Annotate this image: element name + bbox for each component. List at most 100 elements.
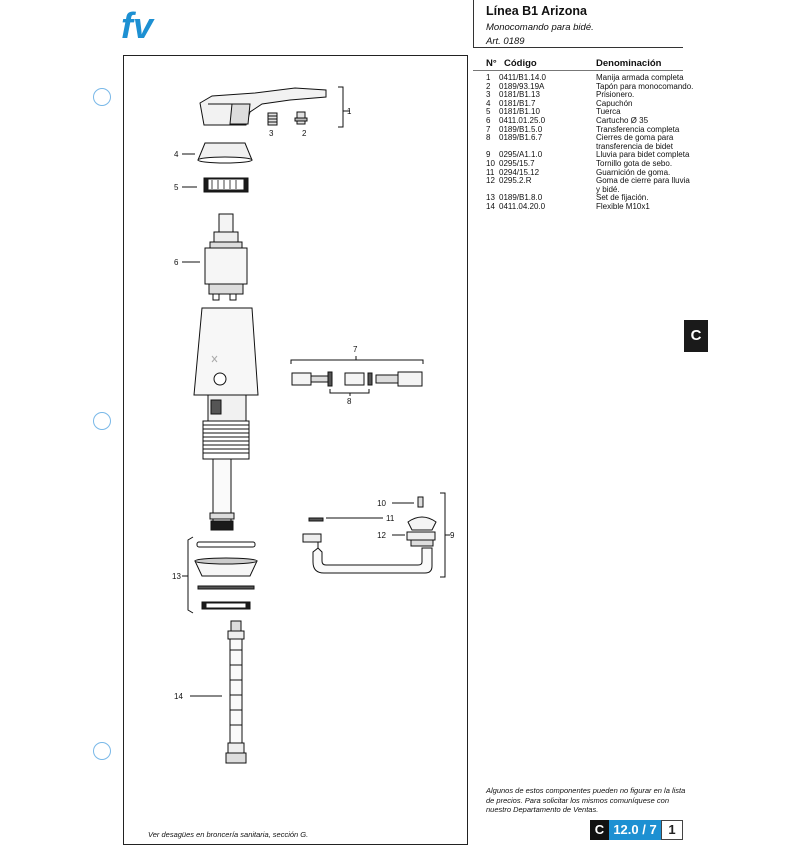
col-header-n: N° [486, 58, 497, 69]
parts-row: 6 0411.01.25.0 Cartucho Ø 35 [486, 115, 696, 126]
fv-logo: fv [121, 5, 155, 44]
callout-7: 7 [353, 345, 358, 354]
logo-text: fv [121, 5, 155, 44]
part-name: Flexible M10x1 [596, 201, 650, 211]
part-code: 0189/B1.6.7 [499, 133, 543, 143]
plug-part [294, 111, 308, 125]
callout-14: 14 [174, 692, 183, 701]
part-number: 3 [486, 90, 491, 100]
part-code: 0189/93.19A [499, 81, 545, 91]
page-title: Línea B1 Arizona [486, 4, 587, 18]
part-number: 8 [486, 133, 491, 143]
exploded-diagram: 1 2 3 4 5 6 7 8 9 10 11 12 13 14 [172, 86, 455, 764]
parts-row: 9 0295/A1.1.0 Lluvia para bidet completa [486, 151, 696, 160]
parts-row: 14 0411.04.20.0 Flexible M10x1 [486, 201, 696, 212]
handle-part [199, 87, 327, 126]
callout-3: 3 [269, 129, 274, 138]
binder-hole [93, 742, 111, 760]
part-name: Set de fijación. [596, 193, 649, 203]
parts-header-rule [473, 70, 683, 71]
transfer-part [290, 356, 424, 396]
part-number: 12 [486, 176, 495, 186]
col-header-code: Código [504, 58, 537, 69]
binder-hole [93, 88, 111, 106]
page-section-letter: C [590, 820, 609, 840]
part-name: Guarnición de goma. [596, 167, 671, 177]
callout-9: 9 [450, 531, 455, 540]
header-rule [473, 47, 683, 48]
part-name: Cartucho Ø 35 [596, 115, 649, 125]
part-number: 10 [486, 158, 495, 168]
part-number: 11 [486, 167, 495, 177]
part-name: Manija armada completa [596, 73, 684, 82]
parts-row: 11 0294/15.12 Guarnición de goma. [486, 167, 696, 178]
availability-note: Algunos de estos componentes pueden no f… [486, 786, 686, 814]
part-code: 0411/B1.14.0 [499, 73, 547, 82]
parts-row: 1 0411/B1.14.0 Manija armada completa [486, 73, 696, 83]
part-name: Capuchón [596, 98, 633, 108]
callout-13: 13 [172, 572, 181, 581]
parts-row: 3 0181/B1.13 Prisionero. [486, 91, 696, 100]
callout-5: 5 [174, 183, 179, 192]
part-number: 13 [486, 193, 495, 203]
part-number: 9 [486, 150, 491, 160]
part-code: 0181/B1.13 [499, 90, 540, 100]
part-code: 0295.2.R [499, 176, 532, 186]
set-screw-part [267, 112, 278, 126]
page-number: 12.0 / 7 [609, 820, 661, 840]
part-code: 0295/15.7 [499, 158, 535, 168]
part-code: 0295/A1.1.0 [499, 150, 543, 160]
callout-8: 8 [347, 397, 352, 406]
callout-6: 6 [174, 258, 179, 267]
parts-list: 1 0411/B1.14.0 Manija armada completa 2 018… [486, 73, 696, 212]
cap-part [197, 142, 253, 164]
part-name: Goma de cierre para lluvia y bidé. [596, 176, 690, 194]
part-code: 0189/B1.8.0 [499, 193, 543, 203]
part-name: Transferencia completa [596, 124, 680, 134]
part-name: Cierres de goma para transferencia de bi… [596, 133, 674, 151]
section-tab: C [684, 320, 708, 352]
flexible-hose-part [225, 620, 247, 764]
part-name: Tornillo gota de sebo. [596, 158, 673, 168]
callout-4: 4 [174, 150, 179, 159]
part-code: 0411.04.20.0 [499, 201, 546, 211]
part-code: 0189/B1.5.0 [499, 124, 543, 134]
bidet-shower-part [302, 492, 450, 578]
faucet-body-part [193, 307, 259, 531]
part-code: 0181/B1.7 [499, 98, 536, 108]
parts-row: 4 0181/B1.7 Capuchón [486, 98, 696, 109]
callout-11: 11 [386, 514, 395, 523]
binder-hole [93, 412, 111, 430]
part-name: Prisionero. [596, 90, 635, 100]
col-header-name: Denominación [596, 58, 662, 69]
part-number: 1 [486, 73, 491, 82]
part-name: Lluvia para bidet completa [596, 150, 690, 160]
header-divider-vertical [473, 0, 474, 48]
page-sheet: 1 [661, 820, 683, 840]
part-number: 14 [486, 201, 495, 211]
diagram-frame [123, 55, 468, 845]
callout-10: 10 [377, 499, 386, 508]
part-name: Tuerca [596, 107, 621, 117]
part-number: 2 [486, 81, 491, 91]
part-number: 6 [486, 115, 491, 125]
parts-row: 8 0189/B1.6.7 Cierres de goma para transfe… [486, 133, 696, 151]
drain-footnote: Ver desagües en broncería sanitaria, sec… [148, 830, 309, 839]
callout-2: 2 [302, 129, 307, 138]
part-number: 4 [486, 98, 491, 108]
parts-row: 13 0189/B1.8.0 Set de fijación. [486, 194, 696, 203]
page-subtitle: Monocomando para bidé. [486, 22, 594, 33]
parts-row: 7 0189/B1.5.0 Transferencia completa [486, 124, 696, 135]
nut-part [203, 177, 249, 193]
part-number: 5 [486, 107, 491, 117]
part-code: 0411.01.25.0 [499, 115, 546, 125]
parts-row: 2 0189/93.19A Tapón para monocomando. [486, 81, 696, 92]
parts-row: 10 0295/15.7 Tornillo gota de sebo. [486, 158, 696, 169]
callout-1: 1 [347, 107, 352, 116]
article-number: Art. 0189 [486, 36, 525, 47]
callout-12: 12 [377, 531, 386, 540]
part-number: 7 [486, 124, 491, 134]
part-code: 0294/15.12 [499, 167, 540, 177]
part-name: Tapón para monocomando. [596, 81, 694, 91]
